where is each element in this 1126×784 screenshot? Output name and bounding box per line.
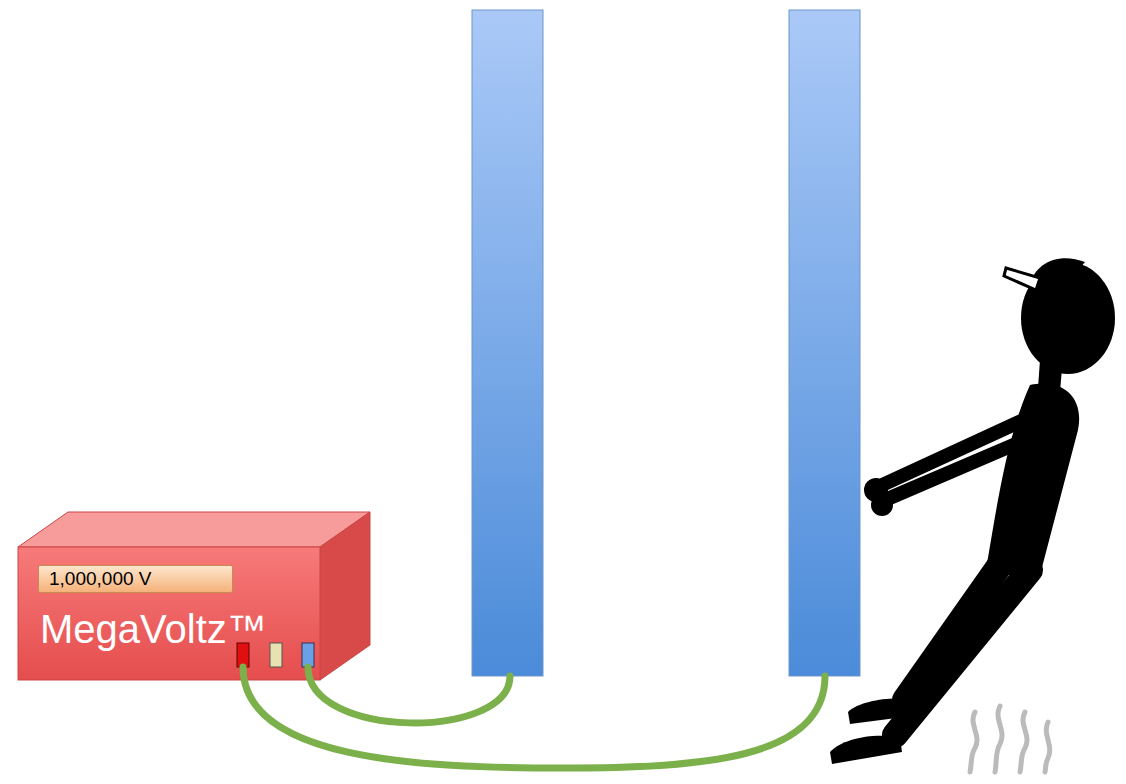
- power-supply-box: [18, 512, 370, 680]
- blue-terminal: [302, 643, 314, 667]
- power-supply-front: MegaVoltz™ 1,000,000 V: [18, 547, 320, 680]
- ground-terminal: [270, 643, 282, 667]
- brand-name: MegaVoltz™: [40, 607, 267, 652]
- voltage-display: 1,000,000 V: [38, 565, 233, 593]
- left-plate: [472, 10, 543, 676]
- right-plate: [789, 10, 860, 676]
- wire: [308, 667, 510, 723]
- wire: [243, 667, 825, 768]
- motion-lines: [970, 706, 1050, 772]
- person-silhouette: [830, 258, 1115, 764]
- voltage-readout: 1,000,000 V: [49, 568, 151, 590]
